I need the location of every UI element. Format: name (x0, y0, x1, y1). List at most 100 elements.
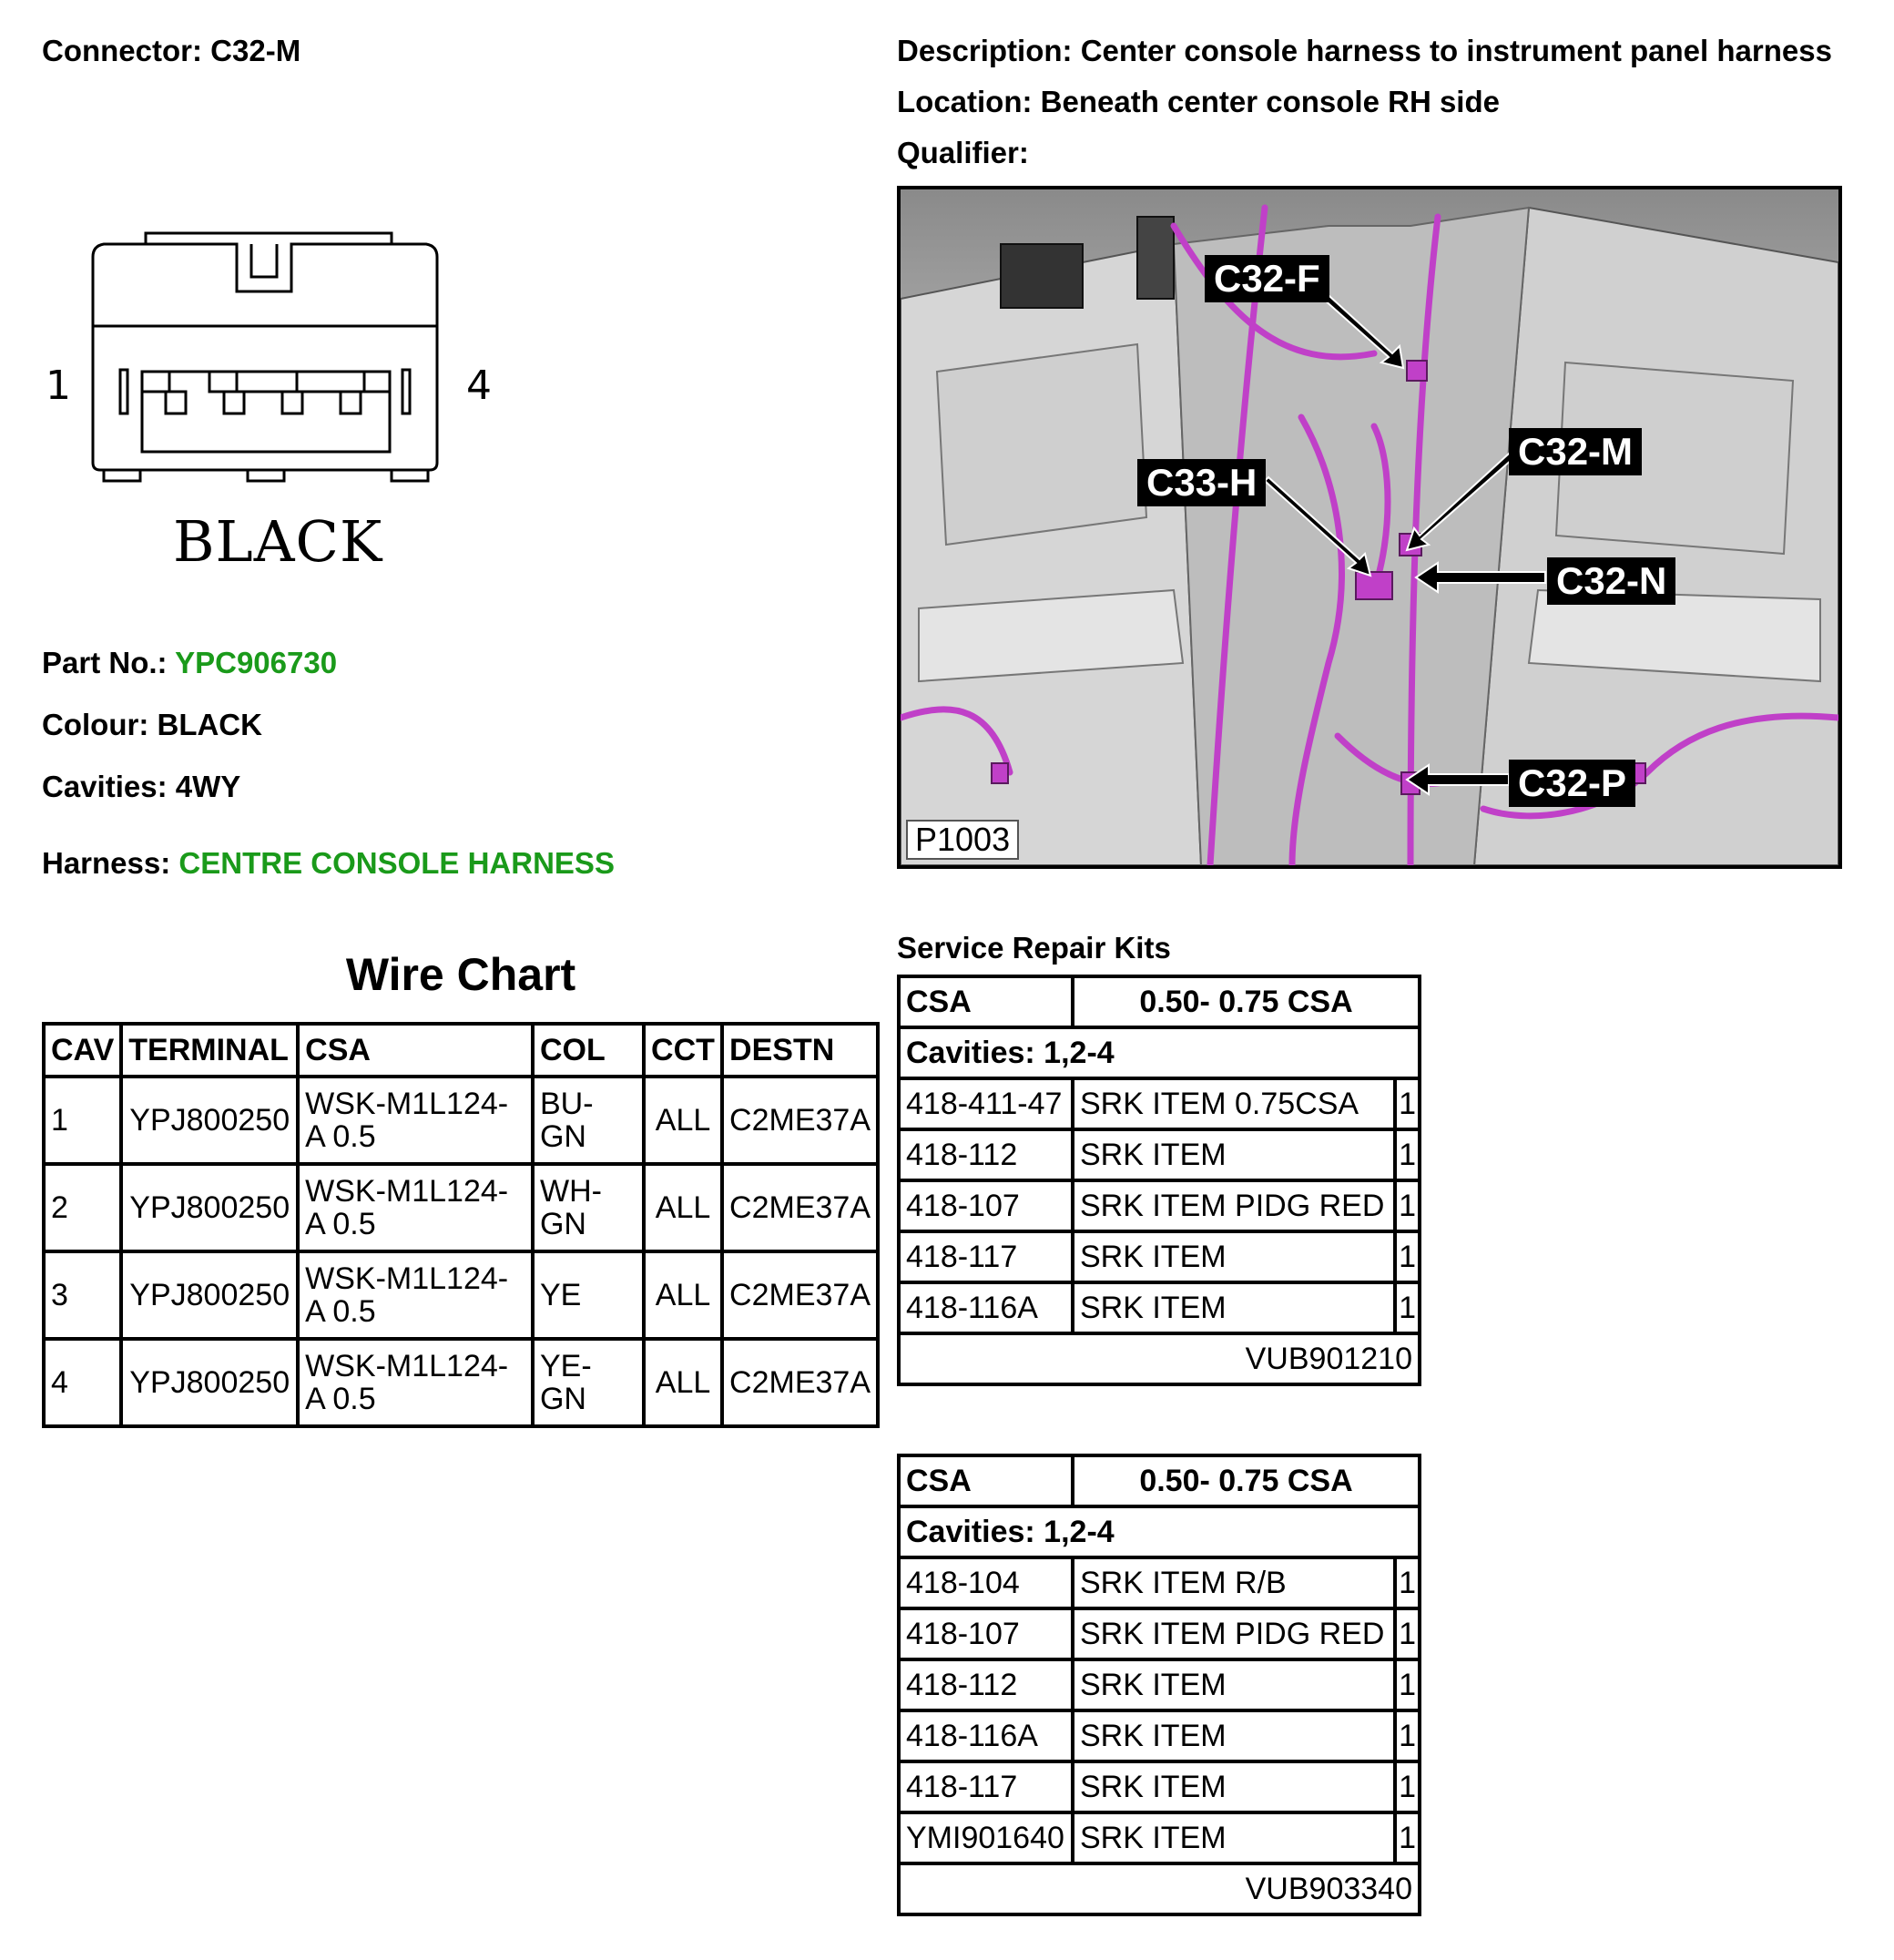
photo-reference: P1003 (906, 820, 1020, 860)
colour-cell: YE (530, 1250, 647, 1341)
harness-line: Harness: CENTRE CONSOLE HARNESS (42, 845, 615, 882)
cav-cell: 4 (41, 1337, 124, 1428)
col-terminal-header: TERMINAL (119, 1022, 300, 1078)
col-cav-header: CAV (41, 1022, 124, 1078)
kit-item-qty: 1 (1393, 1179, 1421, 1233)
kit-footer-row: VUB903340 (897, 1862, 1421, 1916)
kit-item-name: SRK ITEM (1070, 1128, 1398, 1182)
kit-cavities-row: Cavities: 1,2-4 (897, 1505, 1421, 1559)
kit-item-code: 418-112 (897, 1658, 1074, 1712)
kit-item-name: SRK ITEM (1070, 1709, 1398, 1763)
kit-number: VUB901210 (897, 1332, 1421, 1386)
terminal-cell: YPJ800250 (119, 1075, 300, 1166)
list-item: 418-411-47 SRK ITEM 0.75CSA 1 (897, 1077, 1421, 1131)
col-col-header: COL (530, 1022, 647, 1078)
colour-cell: BU-GN (530, 1075, 647, 1166)
cct-cell: ALL (642, 1162, 725, 1253)
wire-chart-title: Wire Chart (345, 949, 576, 1000)
harness-label: Harness: (42, 846, 171, 880)
list-item: 418-107 SRK ITEM PIDG RED 1 (897, 1607, 1421, 1661)
destn-cell: C2ME37A (720, 1337, 880, 1428)
table-row: 3 YPJ800250 WSK-M1L124-A 0.5 YE ALL C2ME… (41, 1250, 880, 1341)
list-item: 418-112 SRK ITEM 1 (897, 1128, 1421, 1182)
pin-number-right: 4 (466, 362, 492, 409)
colour-cell: YE-GN (530, 1337, 647, 1428)
list-item: 418-116A SRK ITEM 1 (897, 1281, 1421, 1335)
kit-item-code: 418-116A (897, 1709, 1074, 1763)
kit-cavities-row: Cavities: 1,2-4 (897, 1026, 1421, 1080)
kit-item-code: YMI901640 (897, 1811, 1074, 1865)
kit-item-qty: 1 (1393, 1128, 1421, 1182)
qualifier-line: Qualifier: (897, 135, 1029, 171)
kit-item-qty: 1 (1393, 1556, 1421, 1610)
kit-cavities: Cavities: 1,2-4 (897, 1026, 1421, 1080)
repair-kit-table-2: CSA 0.50- 0.75 CSA Cavities: 1,2-4 418-1… (897, 1454, 1421, 1916)
part-number-link[interactable]: YPC906730 (175, 646, 338, 679)
description-label: Description: (897, 34, 1073, 67)
csa-cell: WSK-M1L124-A 0.5 (296, 1075, 535, 1166)
part-number-label: Part No.: (42, 646, 168, 679)
part-number-line: Part No.: YPC906730 (42, 645, 337, 681)
kit-item-name: SRK ITEM (1070, 1760, 1398, 1814)
description-text: Center console harness to instrument pan… (1080, 34, 1832, 67)
location-text: Beneath center console RH side (1040, 85, 1500, 118)
kit-item-name: SRK ITEM (1070, 1230, 1398, 1284)
location-line: Location: Beneath center console RH side (897, 84, 1500, 120)
kit-csa-label: CSA (897, 1454, 1074, 1508)
location-label: Location: (897, 85, 1033, 118)
list-item: 418-112 SRK ITEM 1 (897, 1658, 1421, 1712)
terminal-cell: YPJ800250 (119, 1337, 300, 1428)
kit-item-code: 418-117 (897, 1230, 1074, 1284)
kit-item-qty: 1 (1393, 1811, 1421, 1865)
table-row: 2 YPJ800250 WSK-M1L124-A 0.5 WH-GN ALL C… (41, 1162, 880, 1253)
list-item: YMI901640 SRK ITEM 1 (897, 1811, 1421, 1865)
wire-chart-table: CAV TERMINAL CSA COL CCT DESTN 1 YPJ8002… (41, 1022, 880, 1428)
kit-item-qty: 1 (1393, 1077, 1421, 1131)
kit-item-code: 418-104 (897, 1556, 1074, 1610)
kit-number: VUB903340 (897, 1862, 1421, 1916)
kit-csa-label: CSA (897, 975, 1074, 1029)
colour-value: BLACK (157, 708, 262, 741)
kit-item-name: SRK ITEM (1070, 1658, 1398, 1712)
cavities-value: 4WY (175, 770, 241, 803)
csa-cell: WSK-M1L124-A 0.5 (296, 1162, 535, 1253)
kit-header-row: CSA 0.50- 0.75 CSA (897, 1454, 1421, 1508)
list-item: 418-107 SRK ITEM PIDG RED 1 (897, 1179, 1421, 1233)
list-item: 418-104 SRK ITEM R/B 1 (897, 1556, 1421, 1610)
cav-cell: 3 (41, 1250, 124, 1341)
col-cct-header: CCT (642, 1022, 725, 1078)
vehicle-floor-illustration (897, 189, 1842, 869)
service-repair-kits-title: Service Repair Kits (897, 931, 1171, 965)
callout-c32-m: C32-M (1509, 428, 1643, 475)
kit-item-code: 418-112 (897, 1128, 1074, 1182)
kit-header-row: CSA 0.50- 0.75 CSA (897, 975, 1421, 1029)
col-csa-header: CSA (296, 1022, 535, 1078)
kit-item-name: SRK ITEM PIDG RED (1070, 1179, 1398, 1233)
kit-item-name: SRK ITEM (1070, 1811, 1398, 1865)
kit-item-qty: 1 (1393, 1607, 1421, 1661)
colour-cell: WH-GN (530, 1162, 647, 1253)
kit-item-qty: 1 (1393, 1658, 1421, 1712)
kit-item-code: 418-107 (897, 1179, 1074, 1233)
destn-cell: C2ME37A (720, 1250, 880, 1341)
kit-item-code: 418-116A (897, 1281, 1074, 1335)
kit-item-qty: 1 (1393, 1281, 1421, 1335)
list-item: 418-116A SRK ITEM 1 (897, 1709, 1421, 1763)
connector-heading: Connector: C32-M (42, 33, 300, 69)
kit-item-qty: 1 (1393, 1760, 1421, 1814)
kit-item-code: 418-117 (897, 1760, 1074, 1814)
callout-c32-f: C32-F (1205, 255, 1329, 302)
destn-cell: C2ME37A (720, 1075, 880, 1166)
location-photo: C32-F C33-H C32-M C32-N C32-P P1003 (897, 186, 1842, 869)
harness-link[interactable]: CENTRE CONSOLE HARNESS (178, 846, 615, 880)
table-row: 1 YPJ800250 WSK-M1L124-A 0.5 BU-GN ALL C… (41, 1075, 880, 1166)
callout-c33-h: C33-H (1137, 459, 1267, 506)
kit-item-name: SRK ITEM (1070, 1281, 1398, 1335)
kit-cavities: Cavities: 1,2-4 (897, 1505, 1421, 1559)
connector-face-diagram: 1 4 BLACK (46, 219, 546, 583)
kit-item-qty: 1 (1393, 1709, 1421, 1763)
terminal-cell: YPJ800250 (119, 1162, 300, 1253)
connector-label: Connector: (42, 34, 202, 67)
csa-cell: WSK-M1L124-A 0.5 (296, 1337, 535, 1428)
cav-cell: 1 (41, 1075, 124, 1166)
